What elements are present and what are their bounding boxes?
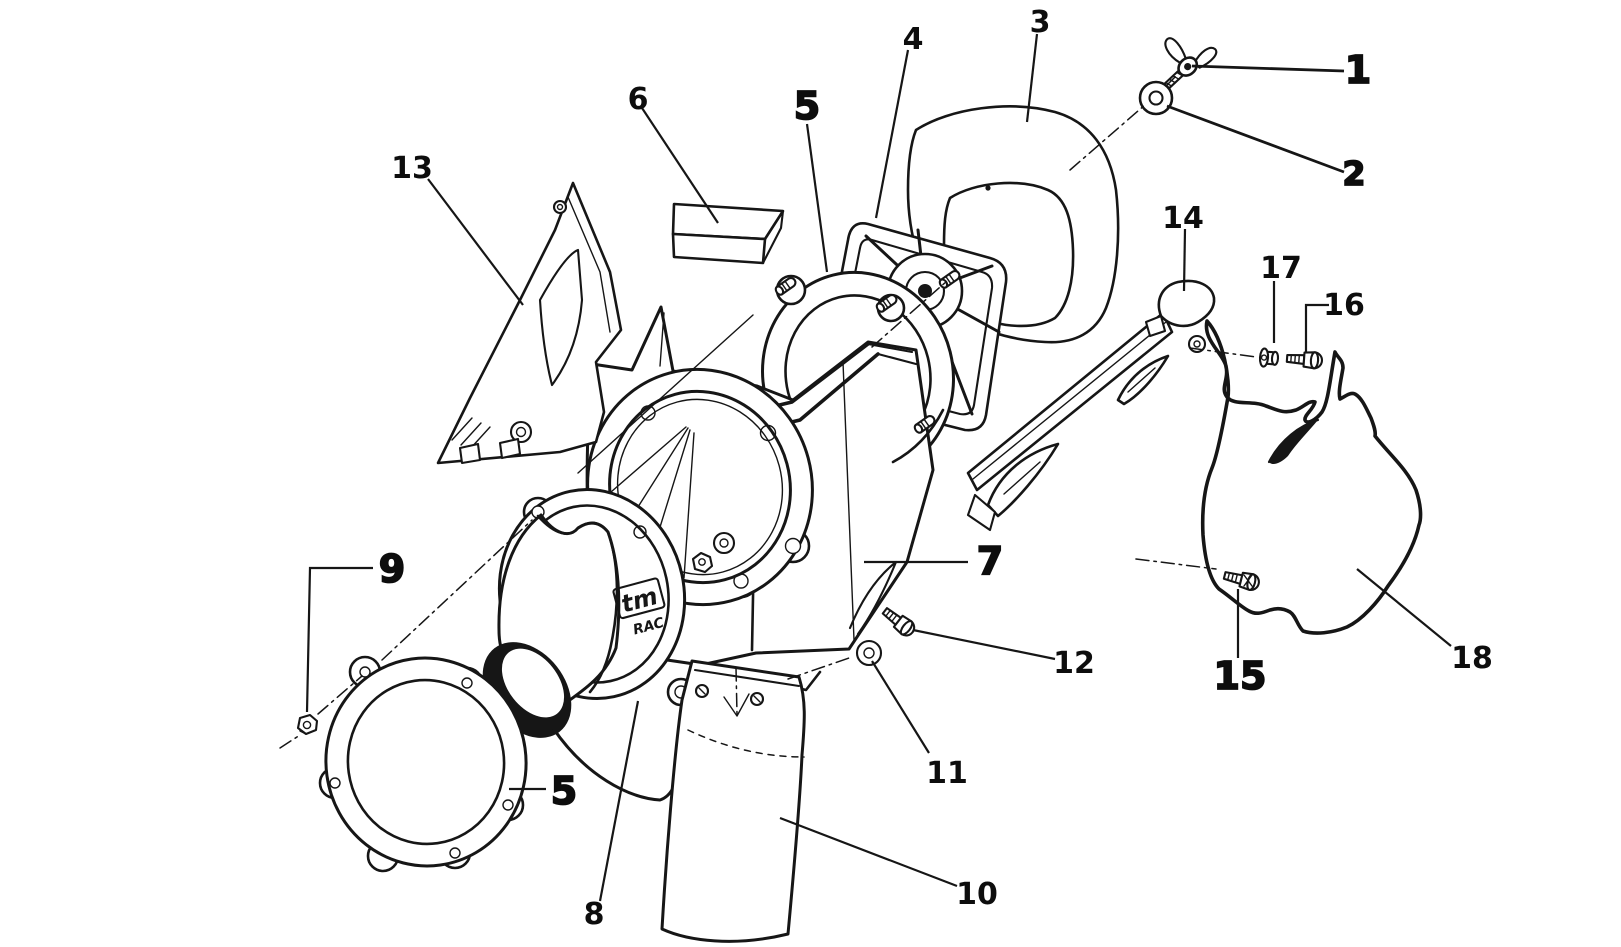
part-foam-pad — [671, 202, 785, 265]
clamp-ring-arc — [891, 408, 945, 464]
callout-11: 11 — [926, 756, 968, 791]
callout-8: 8 — [584, 897, 605, 932]
part-bolt-15 — [1221, 566, 1262, 593]
callout-2: 2 — [1343, 154, 1366, 193]
callout-9: 9 — [379, 547, 405, 591]
callout-labels: 1 2 3 4 5 6 7 8 9 5 10 11 12 13 14 15 16… — [378, 5, 1493, 932]
part-side-panel-right — [1200, 319, 1423, 635]
part-washer-2 — [1138, 80, 1174, 116]
callout-3: 3 — [1030, 5, 1051, 40]
callout-6: 6 — [628, 82, 649, 117]
part-side-panel-left — [436, 181, 623, 465]
part-gasket-ring — [318, 655, 528, 873]
callout-5-top: 5 — [794, 84, 820, 128]
callout-4: 4 — [903, 22, 924, 57]
callout-leader-lines — [305, 33, 1452, 902]
callout-1: 1 — [1345, 48, 1371, 92]
part-washer-11 — [855, 639, 883, 667]
callout-16: 16 — [1323, 288, 1365, 323]
callout-7: 7 — [977, 539, 1003, 583]
part-mud-flap — [660, 659, 806, 943]
callout-15: 15 — [1214, 654, 1267, 698]
callout-14: 14 — [1162, 201, 1204, 236]
callout-17: 17 — [1260, 251, 1302, 286]
callout-12: 12 — [1053, 646, 1095, 681]
part-flange-nut-17 — [1258, 347, 1280, 368]
callout-5-bottom: 5 — [551, 769, 577, 813]
callout-10: 10 — [956, 877, 998, 912]
callout-13: 13 — [391, 151, 433, 186]
callout-18: 18 — [1451, 641, 1493, 676]
part-side-cover-bracket — [966, 279, 1216, 532]
assembly-axis-lines — [279, 73, 1257, 749]
part-hex-nut — [296, 713, 319, 736]
